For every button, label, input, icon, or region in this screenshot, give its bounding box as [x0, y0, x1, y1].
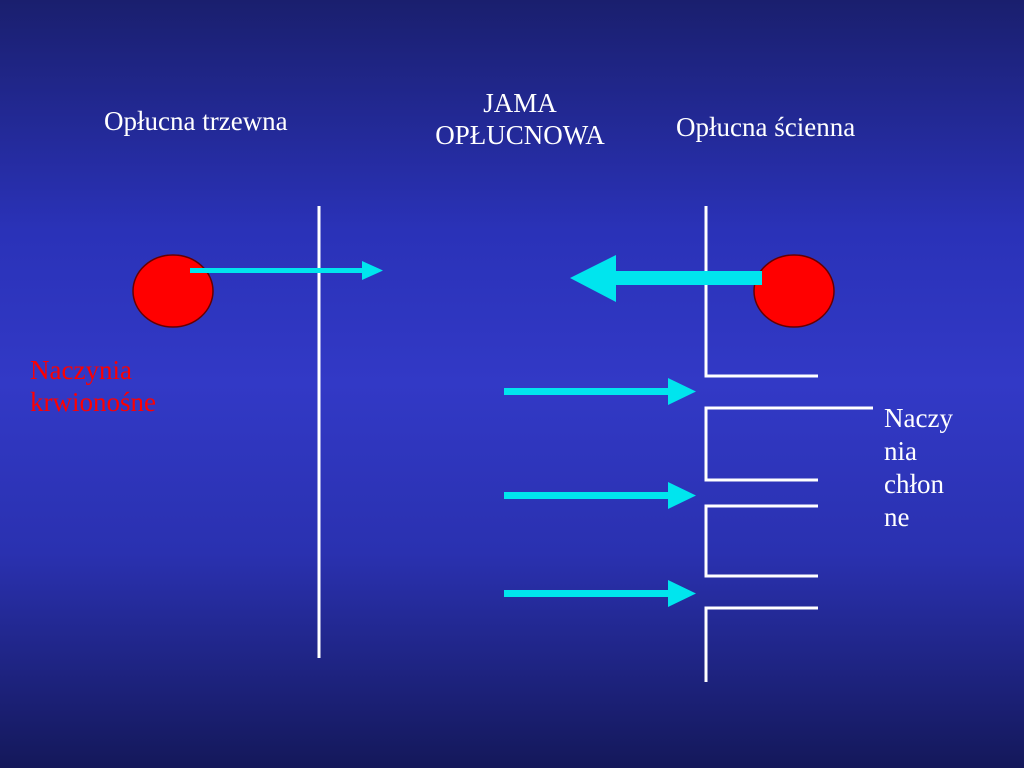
lymph-absorption-arrow-shaft — [504, 590, 672, 597]
blood-vessel-visceral — [132, 254, 214, 328]
filtration-arrow-visceral-head — [362, 261, 383, 280]
pleural-cavity-label-line: JAMA — [483, 88, 557, 118]
lymph-absorption-arrow-shaft — [504, 492, 672, 499]
pleural-cavity-label-line: OPŁUCNOWA — [435, 120, 605, 151]
blood-vessels-label: Naczynia krwionośne — [30, 354, 156, 419]
parietal-pleura-segment — [704, 504, 818, 578]
blood-vessels-label-line: Naczynia — [30, 355, 132, 385]
lymph-vessels-label-line: chłon — [884, 468, 944, 499]
parietal-pleura-segment — [704, 206, 818, 378]
parietal-pleura-segment — [704, 606, 818, 682]
filtration-arrow-parietal-head — [570, 255, 616, 302]
lymph-absorption-arrow — [504, 482, 696, 509]
lymph-vessels-label-line: ne — [884, 501, 910, 532]
lymph-vessels-label-line: nia — [884, 435, 917, 466]
filtration-arrow-parietal-shaft — [614, 271, 762, 285]
parietal-pleura-membrane — [704, 206, 873, 682]
parietal-pleura-label: Opłucna ścienna — [676, 112, 856, 142]
filtration-arrow-visceral-shaft — [190, 268, 365, 273]
filtration-arrow-parietal — [570, 255, 762, 302]
lymph-absorption-arrow-head — [668, 378, 696, 405]
lymph-vessels-label-line: Naczy — [884, 403, 953, 433]
blood-vessel-parietal — [753, 254, 835, 328]
lymph-absorption-arrow-shaft — [504, 388, 672, 395]
pleural-cavity-label: JAMA OPŁUCNOWA — [395, 87, 645, 152]
visceral-pleura-label: Opłucna trzewna — [104, 106, 288, 136]
parietal-pleura-segment — [704, 406, 873, 482]
lymph-absorption-arrow-head — [668, 482, 696, 509]
lymph-absorption-arrow — [504, 378, 696, 405]
lymph-vessels-label: Naczy nia chłon ne — [884, 402, 953, 534]
filtration-arrow-visceral — [190, 261, 383, 280]
lymph-absorption-arrow — [504, 580, 696, 607]
lymph-absorption-arrow-head — [668, 580, 696, 607]
blood-vessels-label-line: krwionośne — [30, 387, 156, 418]
